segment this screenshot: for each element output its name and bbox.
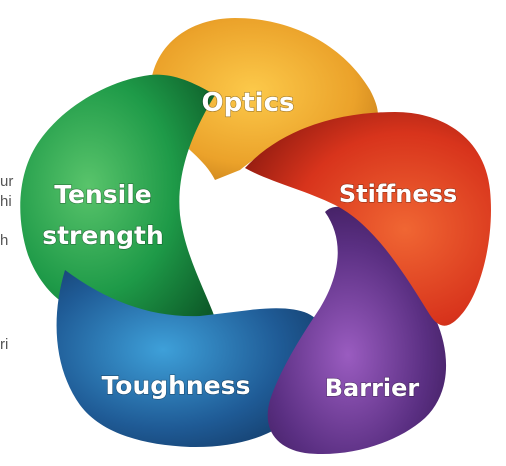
label-toughness: Toughness — [102, 371, 251, 400]
partial-text-1: ur — [0, 173, 14, 190]
partial-text-4: ri — [0, 336, 9, 353]
label-tensile-line2: strength — [42, 221, 164, 250]
partial-text-3: h — [0, 232, 9, 249]
label-stiffness: Stiffness — [339, 180, 457, 208]
partial-text-2: hi — [0, 193, 12, 210]
segment-stiffness — [245, 112, 491, 326]
segment-optics — [150, 18, 378, 180]
label-optics: Optics — [202, 88, 295, 118]
label-barrier: Barrier — [325, 374, 420, 402]
label-tensile-line1: Tensile — [54, 180, 151, 209]
segment-toughness — [56, 270, 323, 448]
segment-tensile — [20, 74, 215, 322]
